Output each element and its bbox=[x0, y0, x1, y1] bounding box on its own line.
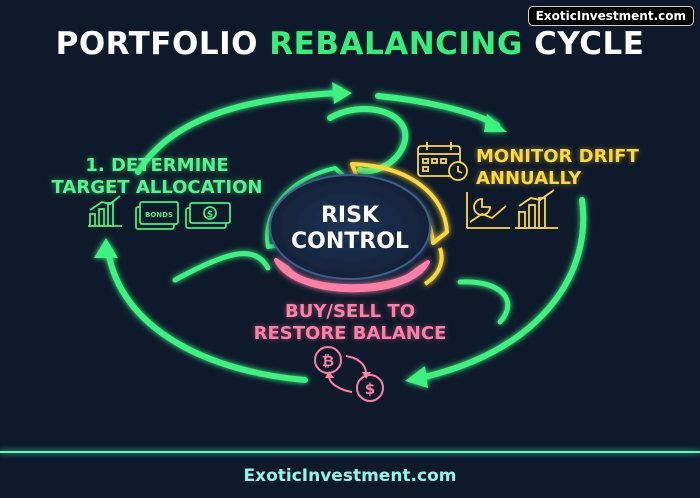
bonds-label: BONDS bbox=[145, 211, 173, 219]
title-part-3: CYCLE bbox=[522, 26, 645, 62]
step-3-line-2: RESTORE BALANCE bbox=[253, 323, 447, 344]
step1-icons bbox=[88, 195, 231, 230]
watermark-badge: ExoticInvestment.com bbox=[527, 6, 694, 26]
cash-icon bbox=[185, 202, 231, 229]
ring-segment-pink bbox=[274, 258, 430, 293]
outer-arrow-top-left bbox=[135, 90, 341, 175]
cash-dollar-symbol: $ bbox=[207, 210, 213, 220]
center-disc bbox=[269, 174, 431, 280]
arrowhead-left bbox=[94, 238, 118, 258]
footer-site-label: ExoticInvestment.com bbox=[243, 466, 457, 486]
outer-sweep-left bbox=[172, 251, 271, 283]
step-2-line-2: ANNUALLY bbox=[476, 168, 582, 189]
step-1-line-2: TARGET ALLOCATION bbox=[51, 177, 263, 198]
arrowhead-bottom-right bbox=[405, 366, 428, 388]
center-line-2: CONTROL bbox=[291, 229, 409, 254]
outer-arrow-left bbox=[105, 247, 308, 383]
outer-arrowheads bbox=[94, 82, 507, 388]
step-2-line-1: MONITOR DRIFT bbox=[476, 146, 639, 167]
step-2-label: MONITOR DRIFT ANNUALLY bbox=[476, 146, 646, 190]
bonds-icon bbox=[135, 201, 179, 230]
bar-chart-up-icon bbox=[88, 195, 122, 227]
exchange-arrow-right-icon bbox=[345, 355, 367, 373]
title-part-1: PORTFOLIO bbox=[55, 26, 270, 62]
center-line-1: RISK bbox=[320, 203, 380, 228]
bar-chart-icon bbox=[515, 189, 558, 229]
step-3-label: BUY/SELL TO RESTORE BALANCE bbox=[230, 301, 470, 345]
calendar-clock-icon bbox=[417, 142, 468, 181]
step-3-line-1: BUY/SELL TO bbox=[285, 301, 415, 322]
footer-divider bbox=[0, 451, 700, 453]
outer-arrow-right bbox=[417, 197, 587, 381]
arrowhead-top bbox=[332, 82, 352, 104]
dollar-symbol: $ bbox=[365, 380, 375, 398]
exchange-arrow-left-icon bbox=[328, 376, 353, 393]
bitcoin-symbol: ₿ bbox=[322, 352, 334, 370]
outer-sweep-top bbox=[327, 106, 409, 175]
dollar-coin-icon bbox=[356, 374, 384, 402]
pie-line-chart-icon bbox=[466, 192, 510, 229]
page-title: PORTFOLIO REBALANCING CYCLE bbox=[0, 26, 700, 62]
step-1-label: 1. DETERMINE TARGET ALLOCATION bbox=[42, 155, 272, 199]
outer-cycle-arrows bbox=[105, 90, 587, 383]
title-part-2: REBALANCING bbox=[269, 26, 523, 62]
arrowhead-top-right bbox=[484, 114, 507, 132]
ring-segment-yellow-small bbox=[423, 247, 444, 286]
center-label: RISK CONTROL bbox=[270, 203, 430, 255]
outer-sweep-right bbox=[457, 279, 511, 325]
step2-icons bbox=[417, 142, 558, 229]
step-1-line-1: 1. DETERMINE bbox=[85, 155, 229, 176]
